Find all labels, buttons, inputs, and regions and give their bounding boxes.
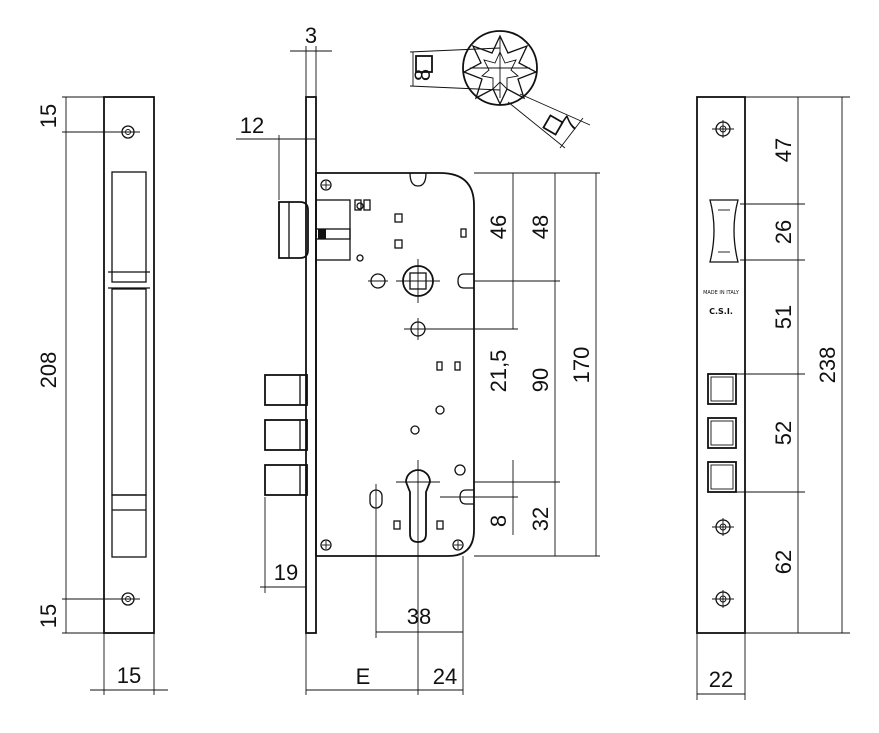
dim-cylinder-offset: 8 [486, 515, 511, 527]
strike-plate-view: MADE IN ITALY C.S.I. 47 26 51 52 62 23 [696, 96, 850, 700]
dim-front-bottom: 15 [36, 604, 61, 628]
lock-case [315, 172, 475, 557]
dim-follower-square: 8 [410, 69, 435, 81]
dim-front-top: 15 [36, 104, 61, 128]
dim-strike-bottom: 62 [771, 550, 796, 574]
strike-latch-opening [709, 199, 739, 263]
dim-cylinder-to-bottom: 32 [528, 507, 553, 531]
dim-front-width: 15 [117, 663, 141, 688]
dim-latch-projection: 12 [240, 113, 264, 138]
front-plate [103, 96, 155, 634]
lock-body-view: 3 [236, 23, 600, 695]
svg-text:MADE IN ITALY: MADE IN ITALY [703, 290, 740, 296]
dim-strike-height: 238 [815, 347, 840, 384]
dim-faceplate-thickness: 3 [305, 23, 317, 48]
latch-bolt [278, 201, 309, 259]
strike-bolt-opening-3 [707, 461, 737, 493]
dim-follower-to-top: 46 [486, 215, 511, 239]
deadbolt-3 [264, 464, 308, 496]
follower-detail: 8 7 [409, 30, 591, 149]
dim-backset: E [356, 664, 371, 689]
manufacturer-stamp: MADE IN ITALY C.S.I. [703, 290, 740, 316]
dim-cylinder-to-edge: 24 [433, 664, 457, 689]
strike-plate [696, 96, 746, 634]
dim-strike-gap: 51 [771, 305, 796, 329]
dim-strike-top: 47 [771, 138, 796, 162]
deadbolt-1 [264, 374, 308, 406]
dim-strike-bolts: 52 [771, 421, 796, 445]
dim-front-spacing: 208 [36, 352, 61, 389]
svg-text:C.S.I.: C.S.I. [709, 307, 733, 316]
dim-strike-width: 22 [709, 667, 733, 692]
cylinder-cutout [405, 469, 431, 543]
dim-strike-latch: 26 [771, 220, 796, 244]
dim-case-height: 170 [569, 347, 594, 384]
deadbolt-2 [264, 419, 308, 451]
dim-case-top-to-axis: 48 [528, 215, 553, 239]
dim-bolt-projection: 19 [274, 560, 298, 585]
strike-bolt-opening-1 [707, 373, 737, 405]
dim-hole-spacing: 38 [407, 604, 431, 629]
strike-bolt-opening-2 [707, 417, 737, 449]
faceplate [305, 96, 317, 634]
dim-follower-to-hole: 21,5 [486, 350, 511, 393]
dim-spindle-square: 7 [556, 112, 584, 136]
dim-follower-to-cylinder: 90 [528, 368, 553, 392]
front-plate-view: 15 208 15 15 [36, 96, 168, 695]
